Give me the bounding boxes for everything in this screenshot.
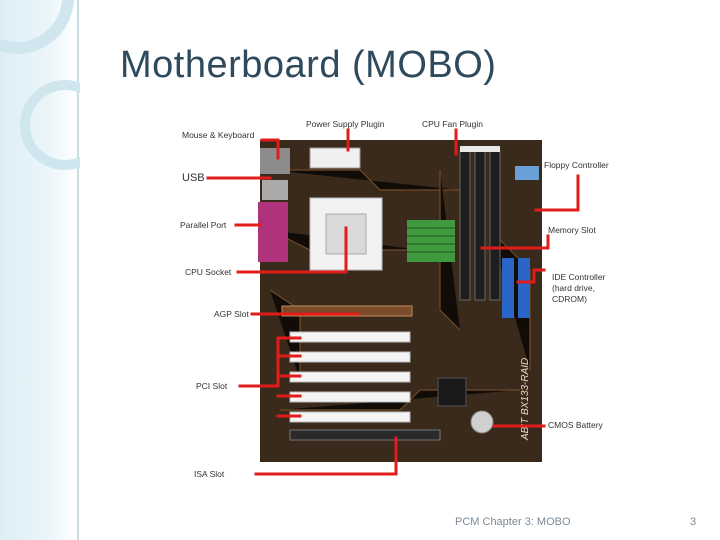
- board-print: ABIT BX133-RAID: [520, 358, 531, 441]
- arrow-mouse-keyboard: [260, 138, 280, 160]
- label-cpu-socket: CPU Socket: [185, 267, 232, 277]
- label-cmos-battery: CMOS Battery: [548, 420, 604, 430]
- label-memory-slot: Memory Slot: [548, 225, 596, 235]
- pci-slot-3: [289, 371, 411, 383]
- motherboard-diagram: ABIT BX133-RAID Mouse & Keyboard USB Par…: [160, 110, 620, 490]
- label-parallel-port: Parallel Port: [180, 220, 227, 230]
- arrow-ide-controller: [516, 268, 546, 284]
- ps2-ports: [260, 148, 290, 174]
- memory-slot-3: [489, 149, 501, 301]
- isa-slot: [289, 429, 441, 441]
- controller-chip: [437, 377, 467, 407]
- slide-footer: PCM Chapter 3: MOBO: [455, 516, 571, 528]
- label-cpu-fan-plugin: CPU Fan Plugin: [422, 119, 483, 129]
- power-connector: [309, 147, 361, 169]
- cmos-battery: [470, 410, 494, 434]
- pci-slot-1: [289, 331, 411, 343]
- usb-ports: [262, 180, 288, 200]
- side-decoration: [0, 0, 80, 540]
- label-ide-controller-line2: (hard drive,: [552, 283, 595, 293]
- label-mouse-keyboard: Mouse & Keyboard: [182, 130, 255, 140]
- page-number: 3: [690, 516, 697, 528]
- arrow-memory-slot: [480, 234, 550, 250]
- ide-connector-1: [502, 258, 514, 318]
- floppy-connector: [515, 166, 539, 180]
- label-isa-slot: ISA Slot: [194, 469, 225, 479]
- arrow-floppy: [534, 174, 580, 212]
- label-floppy-controller: Floppy Controller: [544, 160, 609, 170]
- arrow-isa-slot: [254, 436, 398, 476]
- pci-slot-2: [289, 351, 411, 363]
- arrow-pci-slot-branches: [276, 354, 302, 418]
- label-ide-controller-line3: CDROM): [552, 294, 587, 304]
- chipset-heatsink: [407, 220, 455, 262]
- arrow-pci-slot: [238, 336, 302, 388]
- label-power-supply-plugin: Power Supply Plugin: [306, 119, 385, 129]
- agp-slot: [281, 305, 413, 317]
- arrow-cpu-socket: [236, 226, 348, 274]
- pci-slot-4: [289, 391, 411, 403]
- label-agp-slot: AGP Slot: [214, 309, 249, 319]
- pci-slot-5: [289, 411, 411, 423]
- slide-title: Motherboard (MOBO): [120, 44, 497, 86]
- label-usb: USB: [182, 172, 205, 184]
- label-pci-slot: PCI Slot: [196, 381, 228, 391]
- memory-slot-2: [474, 149, 486, 301]
- label-ide-controller: IDE Controller: [552, 272, 606, 282]
- parallel-port: [258, 202, 288, 262]
- memory-slot-1: [459, 149, 471, 301]
- ide-connector-2: [518, 258, 530, 318]
